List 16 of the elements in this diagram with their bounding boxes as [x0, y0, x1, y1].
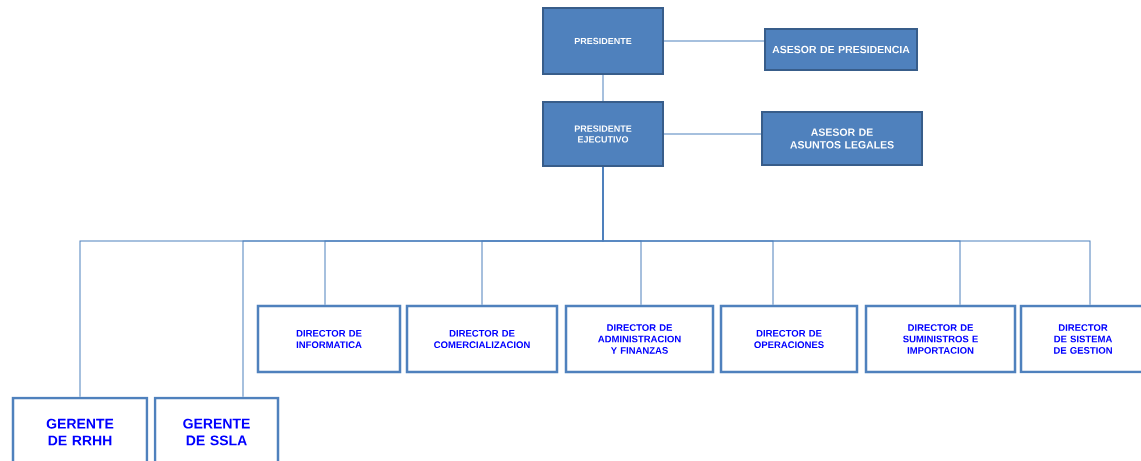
connector-line	[602, 166, 1091, 306]
connector-line	[663, 133, 762, 135]
position-box: DIRECTOR DE INFORMATICA	[256, 304, 402, 374]
position-box: GERENTE DE SSLA	[153, 396, 280, 461]
position-box: PRESIDENTE EJECUTIVO	[542, 101, 664, 167]
position-box: DIRECTOR DE COMERCIALIZACION	[405, 304, 559, 374]
position-box: DIRECTOR DE ADMINISTRACION Y FINANZAS	[564, 304, 715, 374]
position-box: ASESOR DE PRESIDENCIA	[764, 28, 918, 71]
position-box: ASESOR DE ASUNTOS LEGALES	[761, 111, 923, 166]
position-box: DIRECTOR DE SUMINISTROS E IMPORTACION	[864, 304, 1017, 374]
position-box: GERENTE DE RRHH	[11, 396, 149, 461]
position-box: DIRECTOR DE OPERACIONES	[719, 304, 859, 374]
position-box: DIRECTOR DE SISTEMA DE GESTION	[1019, 304, 1141, 374]
position-box: PRESIDENTE	[542, 7, 664, 75]
connector-line	[602, 74, 604, 102]
connector-line	[663, 40, 765, 42]
